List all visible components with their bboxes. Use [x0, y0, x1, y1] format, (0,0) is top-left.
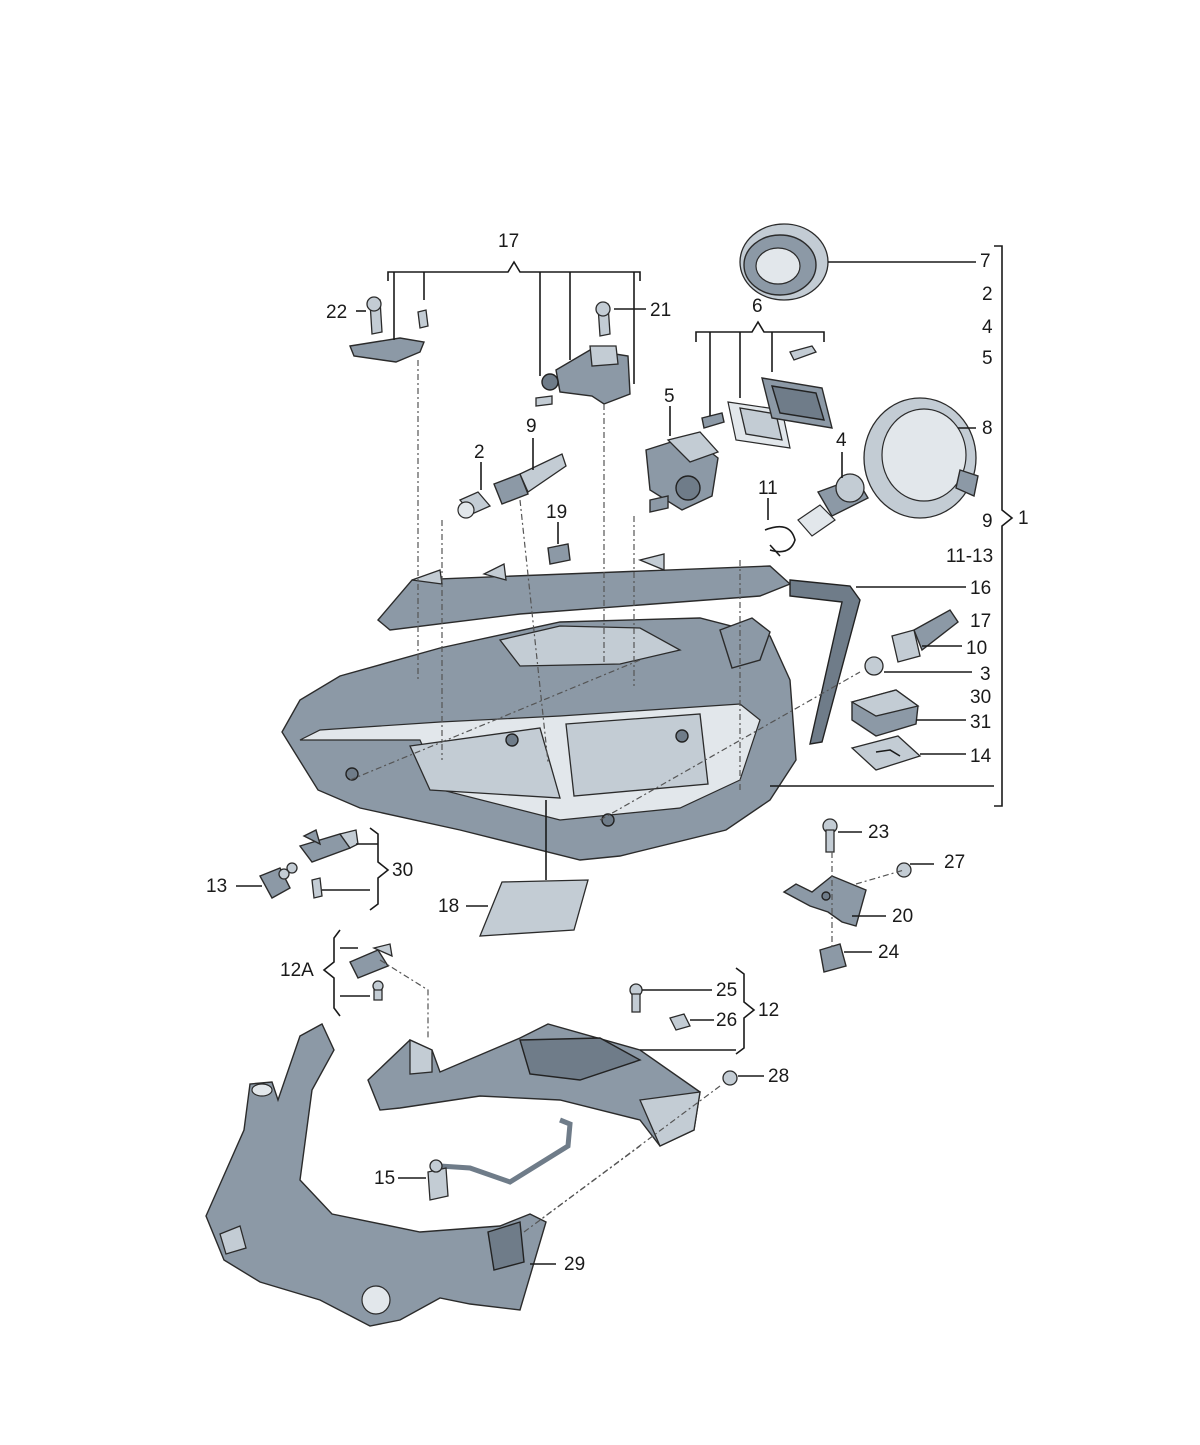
part-1-headlight-housing [281, 617, 797, 861]
label-10: 10 [966, 638, 987, 659]
label-29: 29 [564, 1254, 585, 1275]
label-22: 22 [326, 302, 347, 323]
part-21-bracket [535, 301, 631, 407]
label-18: 18 [438, 896, 459, 917]
part-7-cap [739, 223, 829, 301]
label-12: 12 [758, 1000, 779, 1021]
part-14-label [850, 735, 922, 771]
part-29-lower-carrier [205, 1023, 547, 1327]
part-22-bracket [349, 296, 429, 363]
label-11-13: 11-13 [946, 546, 993, 567]
part-16-cover-strip [377, 553, 861, 745]
part-3-bulb [864, 656, 884, 676]
label-1: 1 [1018, 508, 1029, 529]
part-6-gasket-set [701, 345, 833, 449]
label-6: 6 [752, 296, 763, 317]
part-23-bolt [822, 818, 838, 853]
part-15-sensor-cable [427, 1117, 573, 1201]
part-10-socket [891, 609, 959, 663]
label-12a: 12A [280, 960, 314, 981]
label-4-right: 4 [982, 317, 993, 338]
label-17-top: 17 [498, 231, 519, 252]
label-28: 28 [768, 1066, 789, 1087]
label-2-right: 2 [982, 284, 993, 305]
part-9-socket [493, 453, 567, 505]
label-27: 27 [944, 852, 965, 873]
part-30-washer-nozzle [298, 828, 359, 863]
leader-lines [236, 245, 1014, 1265]
part-18-sticker [479, 879, 589, 937]
part-12-support-bracket [367, 1023, 701, 1147]
part-5-adjuster-motor [645, 431, 720, 513]
part-labels: 17 22 21 6 7 2 4 5 8 5 4 9 2 11 19 9 1 1… [206, 231, 1029, 1275]
part-24-clip [819, 943, 847, 973]
label-15: 15 [374, 1168, 395, 1189]
part-11-clip [764, 525, 796, 557]
part-13-nozzle-holder [259, 862, 323, 899]
part-12a-connector [349, 943, 393, 1001]
label-8: 8 [982, 418, 993, 439]
label-7: 7 [980, 251, 991, 272]
part-19-grommet [547, 543, 571, 565]
label-5-right: 5 [982, 348, 993, 369]
label-2: 2 [474, 442, 485, 463]
part-20-bracket [782, 875, 867, 927]
label-26: 26 [716, 1010, 737, 1031]
part-26-nut [669, 1013, 691, 1031]
label-9: 9 [526, 416, 537, 437]
label-11: 11 [758, 478, 778, 499]
part-28-screw [722, 1070, 738, 1086]
label-16: 16 [970, 578, 991, 599]
label-9-right: 9 [982, 511, 993, 532]
part-8-cover [863, 397, 979, 519]
part-2-bulb [457, 491, 492, 519]
label-19: 19 [546, 502, 567, 523]
label-24: 24 [878, 942, 900, 963]
label-30-right: 30 [970, 687, 991, 708]
part-27-bolt [896, 862, 912, 878]
label-13: 13 [206, 876, 227, 897]
label-4: 4 [836, 430, 847, 451]
label-30: 30 [392, 860, 413, 881]
label-14: 14 [970, 746, 992, 767]
part-31-control-module [850, 689, 920, 737]
label-17-right: 17 [970, 611, 991, 632]
label-25: 25 [716, 980, 737, 1001]
part-25-screw [629, 983, 643, 1013]
dashed-lines [349, 360, 905, 1233]
part-4-bulb [797, 473, 869, 537]
label-21: 21 [650, 300, 671, 321]
label-31: 31 [970, 712, 991, 733]
label-3: 3 [980, 664, 991, 685]
label-5: 5 [664, 386, 675, 407]
label-20: 20 [892, 906, 913, 927]
label-23: 23 [868, 822, 889, 843]
